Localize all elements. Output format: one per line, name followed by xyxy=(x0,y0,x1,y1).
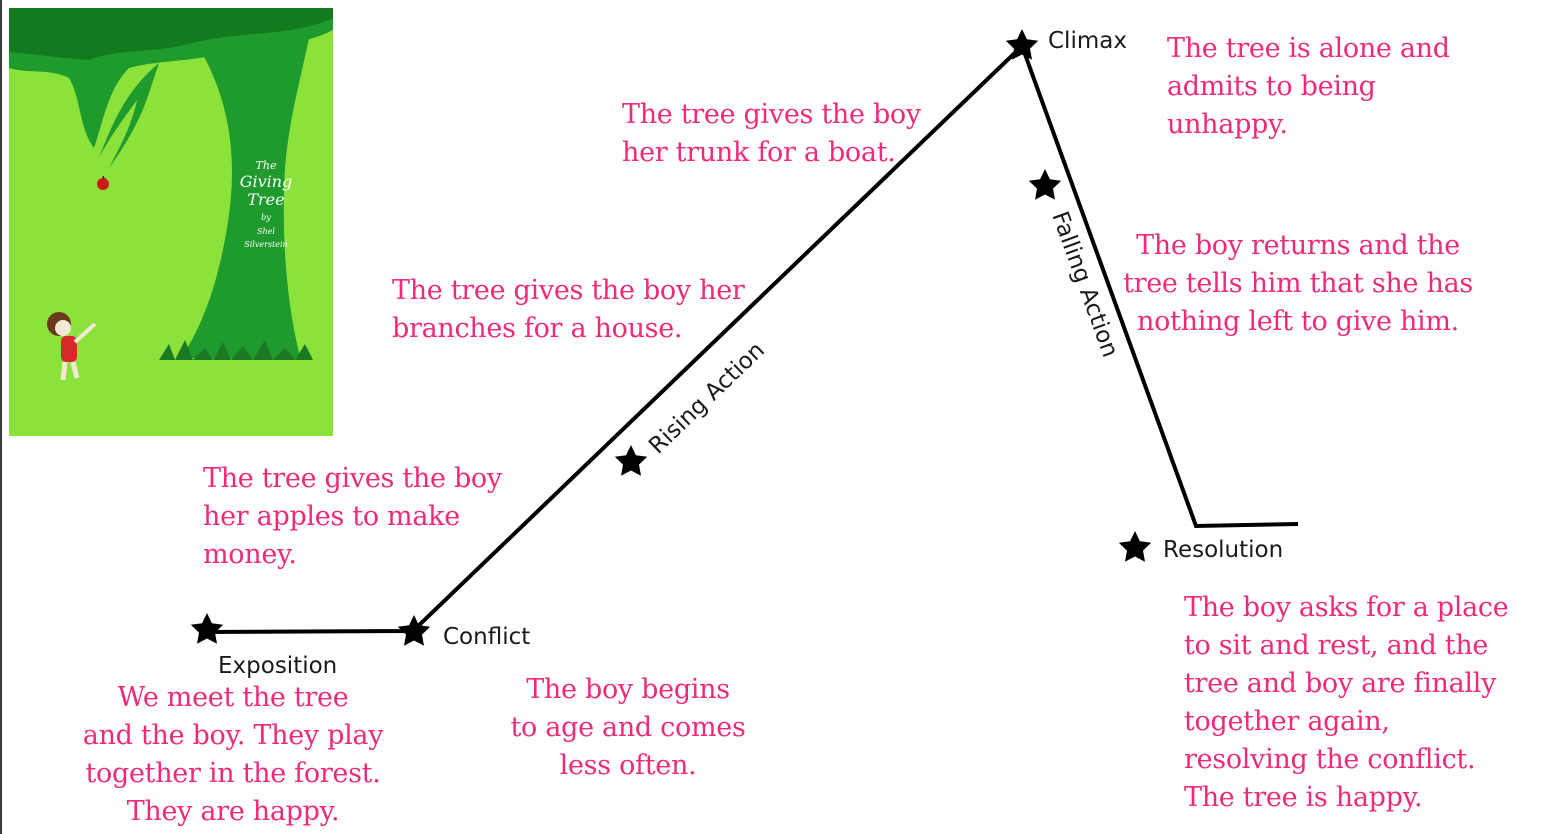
stage-label-conflict: Conflict xyxy=(443,624,530,650)
note-line: The tree is happy. xyxy=(1184,779,1508,817)
note-line: The tree gives the boy xyxy=(203,460,502,498)
note-line: to age and comes xyxy=(495,709,761,747)
note-line: The boy asks for a place xyxy=(1184,589,1508,627)
note-line: her apples to make xyxy=(203,498,502,536)
stage-label-resolution: Resolution xyxy=(1163,537,1283,563)
star-icon xyxy=(1029,169,1061,200)
note-falling-action: The boy returns and the tree tells him t… xyxy=(1112,227,1484,341)
note-line: together again, xyxy=(1184,703,1508,741)
stage-label-exposition: Exposition xyxy=(218,653,337,679)
note-conflict: The boy begins to age and comes less oft… xyxy=(495,671,761,785)
note-climax: The tree is alone and admits to being un… xyxy=(1167,30,1450,144)
star-icon xyxy=(1119,531,1151,562)
star-icon xyxy=(615,445,647,476)
note-line: The tree gives the boy her xyxy=(392,272,745,310)
note-line: to sit and rest, and the xyxy=(1184,627,1508,665)
star-icon xyxy=(191,613,223,644)
note-line: resolving the conflict. xyxy=(1184,741,1508,779)
note-line: her trunk for a boat. xyxy=(622,134,921,172)
note-line: tree and boy are finally xyxy=(1184,665,1508,703)
note-exposition: We meet the tree and the boy. They play … xyxy=(58,679,408,831)
note-line: together in the forest. xyxy=(58,755,408,793)
note-branches: The tree gives the boy her branches for … xyxy=(392,272,745,348)
note-line: They are happy. xyxy=(58,793,408,831)
note-line: branches for a house. xyxy=(392,310,745,348)
note-line: The tree gives the boy xyxy=(622,96,921,134)
note-line: unhappy. xyxy=(1167,106,1450,144)
note-line: We meet the tree xyxy=(58,679,408,717)
note-line: tree tells him that she has xyxy=(1112,265,1484,303)
note-resolution: The boy asks for a place to sit and rest… xyxy=(1184,589,1508,817)
note-trunk: The tree gives the boy her trunk for a b… xyxy=(622,96,921,172)
note-line: money. xyxy=(203,536,502,574)
note-line: nothing left to give him. xyxy=(1112,303,1484,341)
note-apples: The tree gives the boy her apples to mak… xyxy=(203,460,502,574)
note-line: The tree is alone and xyxy=(1167,30,1450,68)
note-line: The boy begins xyxy=(495,671,761,709)
note-line: less often. xyxy=(495,747,761,785)
note-line: and the boy. They play xyxy=(58,717,408,755)
note-line: admits to being xyxy=(1167,68,1450,106)
stage-label-climax: Climax xyxy=(1048,28,1127,54)
note-line: The boy returns and the xyxy=(1112,227,1484,265)
stage-label-rising-action: Rising Action xyxy=(644,337,770,459)
